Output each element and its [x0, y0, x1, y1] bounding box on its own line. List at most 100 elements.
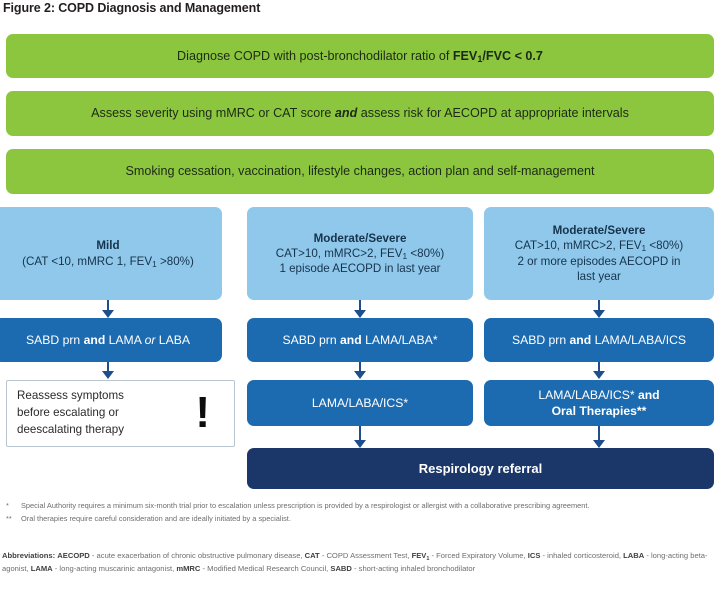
treatment-ms2-1-text: SABD prn and LAMA/LABA/ICS: [512, 332, 686, 348]
abbreviation-definition: - short-acting inhaled bronchodilator: [351, 564, 476, 574]
treatment-ms2-2-text: LAMA/LABA/ICS* and Oral Therapies**: [538, 387, 659, 419]
step-diagnose-prefix: Diagnose COPD with post-bronchodilator r…: [177, 48, 453, 63]
abbreviations-list: AECOPD - acute exacerbation of chronic o…: [2, 551, 708, 573]
footnote-row: ** Oral therapies require careful consid…: [6, 513, 712, 524]
abbreviation-definition: - long-acting beta-agonist,: [2, 551, 708, 574]
step-assess-emphasis: and: [334, 106, 358, 121]
step-diagnose-bold: FEV1/FVC < 0.7: [452, 48, 543, 64]
step-diagnose-box: Diagnose COPD with post-bronchodilator r…: [6, 34, 714, 78]
abbreviation-term: SABD: [330, 564, 352, 574]
arrow-ms1-1: [354, 310, 366, 318]
treatment-mild-1-mid: LAMA: [105, 332, 145, 347]
abbreviation-definition: - Modified Medical Research Council,: [200, 564, 331, 574]
severity-mild-criteria: (CAT <10, mMRC 1, FEV1 >80%): [22, 254, 194, 269]
arrow-ms2-2: [593, 371, 605, 379]
step-assess-suffix: assess risk for AECOPD at appropriate in…: [357, 106, 629, 121]
connector-mild-2: [107, 362, 109, 373]
abbreviations-block: Abbreviations: AECOPD - acute exacerbati…: [2, 549, 718, 575]
severity-mild-text: Mild (CAT <10, mMRC 1, FEV1 >80%): [22, 238, 194, 269]
footnote-row: * Special Authority requires a minimum s…: [6, 500, 712, 511]
treatment-ms2-2-line-2: Oral Therapies**: [551, 404, 647, 418]
footnote-text: Special Authority requires a minimum six…: [21, 501, 590, 510]
reassess-line-2: before escalating or: [17, 406, 119, 420]
severity-box-moderate-severe-1: Moderate/Severe CAT>10, mMRC>2, FEV1 <80…: [247, 207, 473, 300]
abbreviations-heading: Abbreviations:: [2, 551, 56, 560]
treatment-ms2-1-bold: and: [569, 332, 592, 347]
severity-box-mild: Mild (CAT <10, mMRC 1, FEV1 >80%): [0, 207, 222, 300]
treatment-ms2-1-prefix: SABD prn: [511, 332, 570, 347]
connector-ms2-1: [598, 300, 600, 312]
severity-ms2-text: Moderate/Severe CAT>10, mMRC>2, FEV1 <80…: [515, 223, 683, 284]
connector-ms2-2: [598, 362, 600, 373]
treatment-ms1-2-text: LAMA/LABA/ICS*: [311, 395, 409, 410]
abbreviation-term: ICS: [527, 551, 541, 560]
severity-box-moderate-severe-2: Moderate/Severe CAT>10, mMRC>2, FEV1 <80…: [484, 207, 714, 300]
arrow-mild-1: [102, 310, 114, 318]
treatment-ms1-1-text: SABD prn and LAMA/LABA*: [282, 332, 437, 348]
abbreviation-definition: - acute exacerbation of chronic obstruct…: [89, 551, 305, 560]
treatment-mild-1-suffix: LABA: [155, 332, 190, 347]
treatment-ms1-1-prefix: SABD prn: [282, 332, 341, 347]
connector-ms1-3: [359, 426, 361, 442]
abbreviation-term: mMRC: [176, 564, 201, 574]
reassess-line-1: Reassess symptoms: [17, 389, 124, 403]
treatment-ms2-2-prefix: LAMA/LABA/ICS*: [538, 387, 638, 402]
severity-ms2-criteria-3: last year: [577, 269, 621, 283]
arrow-ms2-1: [593, 310, 605, 318]
treatment-mild-1-bold: and: [83, 332, 106, 347]
treatment-box-ms2-2: LAMA/LABA/ICS* and Oral Therapies**: [484, 380, 714, 426]
treatment-mild-1-prefix: SABD prn: [26, 332, 84, 347]
connector-ms1-2: [359, 362, 361, 373]
treatment-box-mild-1: SABD prn and LAMA or LABA: [0, 318, 222, 362]
abbreviation-term: FEV1: [411, 551, 430, 562]
footnotes: * Special Authority requires a minimum s…: [6, 500, 712, 527]
severity-ms1-criteria-2: 1 episode AECOPD in last year: [279, 262, 441, 276]
treatment-ms2-2-bold: and: [637, 387, 660, 402]
severity-ms2-criteria-2: 2 or more episodes AECOPD in: [517, 254, 681, 268]
treatment-mild-1-italic: or: [144, 332, 156, 347]
treatment-ms1-1-suffix: LAMA/LABA*: [361, 332, 438, 347]
footnote-mark: **: [6, 514, 12, 524]
treatment-ms2-1-suffix: LAMA/LABA/ICS: [591, 332, 687, 347]
footnote-text: Oral therapies require careful considera…: [21, 514, 291, 524]
abbreviation-definition: - inhaled corticosteroid,: [540, 551, 624, 560]
step-lifestyle-text: Smoking cessation, vaccination, lifestyl…: [125, 164, 595, 179]
reassess-text: Reassess symptoms before escalating or d…: [17, 388, 124, 438]
respirology-referral-label: Respirology referral: [418, 460, 543, 476]
connector-ms2-3: [598, 426, 600, 442]
step-assess-prefix: Assess severity using mMRC or CAT score: [91, 106, 335, 121]
step-assess-text: Assess severity using mMRC or CAT score …: [91, 105, 629, 122]
treatment-mild-1-text: SABD prn and LAMA or LABA: [26, 332, 190, 348]
treatment-box-ms1-2: LAMA/LABA/ICS*: [247, 380, 473, 426]
figure-title: Figure 2: COPD Diagnosis and Management: [3, 1, 261, 15]
exclamation-mark-icon: !: [195, 388, 210, 438]
respirology-referral-box: Respirology referral: [247, 448, 714, 489]
abbreviation-definition: - Forced Expiratory Volume,: [429, 551, 528, 560]
arrow-ms1-3: [354, 440, 366, 448]
abbreviation-term: LABA: [623, 551, 645, 560]
abbreviation-definition: - COPD Assessment Test,: [319, 551, 412, 560]
treatment-ms1-1-bold: and: [340, 332, 362, 347]
abbreviation-term: AECOPD: [57, 551, 90, 560]
severity-ms2-title: Moderate/Severe: [552, 223, 646, 237]
abbreviation-term: LAMA: [30, 564, 53, 574]
severity-ms1-criteria-1: CAT>10, mMRC>2, FEV1 <80%): [275, 246, 445, 261]
step-diagnose-text: Diagnose COPD with post-bronchodilator r…: [177, 48, 543, 65]
step-assess-box: Assess severity using mMRC or CAT score …: [6, 91, 714, 136]
reassess-box: Reassess symptoms before escalating or d…: [6, 380, 235, 447]
reassess-line-3: deescalating therapy: [17, 422, 124, 436]
arrow-ms2-3: [593, 440, 605, 448]
reassess-inner: Reassess symptoms before escalating or d…: [17, 387, 226, 440]
step-lifestyle-box: Smoking cessation, vaccination, lifestyl…: [6, 149, 714, 194]
arrow-ms1-2: [354, 371, 366, 379]
severity-ms1-title: Moderate/Severe: [313, 231, 407, 245]
footnote-mark: *: [6, 501, 9, 510]
severity-ms2-criteria-1: CAT>10, mMRC>2, FEV1 <80%): [514, 239, 684, 254]
severity-ms1-text: Moderate/Severe CAT>10, mMRC>2, FEV1 <80…: [276, 231, 444, 277]
treatment-box-ms1-1: SABD prn and LAMA/LABA*: [247, 318, 473, 362]
abbreviation-definition: - long-acting muscarinic antagonist,: [52, 564, 177, 574]
arrow-mild-2: [102, 371, 114, 379]
treatment-box-ms2-1: SABD prn and LAMA/LABA/ICS: [484, 318, 714, 362]
severity-mild-title: Mild: [96, 239, 120, 253]
